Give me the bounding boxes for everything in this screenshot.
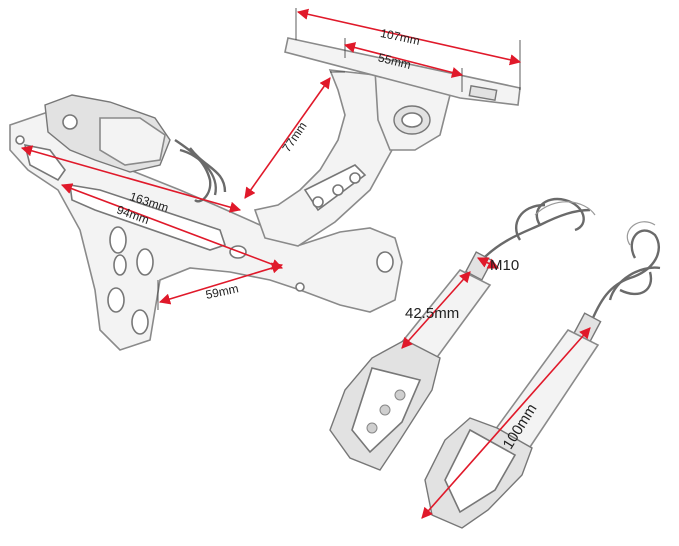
signal-wire (588, 229, 660, 326)
frame-hole (15, 135, 25, 145)
dim-line-107 (296, 8, 522, 66)
turn-signal-right (424, 221, 661, 529)
dim-line-100 (421, 327, 591, 519)
frame-hole (376, 251, 394, 273)
bracket-arm (253, 69, 396, 247)
frame-hole (107, 287, 125, 313)
dim-label-59: 59mm (204, 281, 240, 302)
dim-line-m10 (476, 257, 500, 269)
frame-hole (136, 248, 154, 276)
dim-label-m10: M10 (490, 257, 519, 274)
dim-line-77 (244, 77, 331, 199)
frame-hole (109, 226, 127, 254)
dim-label-107: 107mm (379, 26, 421, 48)
dim-label-77: 77mm (279, 119, 309, 154)
dim-label-42-5: 42.5mm (405, 305, 459, 322)
frame-hole (113, 254, 127, 276)
frame-hole (131, 309, 149, 335)
dim-line-94 (60, 183, 284, 270)
dim-line-59 (158, 262, 284, 305)
bolt-hole (62, 114, 78, 130)
signal-wire (479, 208, 591, 263)
dim-line-42-5 (401, 271, 471, 349)
frame-hole (295, 282, 305, 292)
dim-line-55 (343, 42, 464, 78)
